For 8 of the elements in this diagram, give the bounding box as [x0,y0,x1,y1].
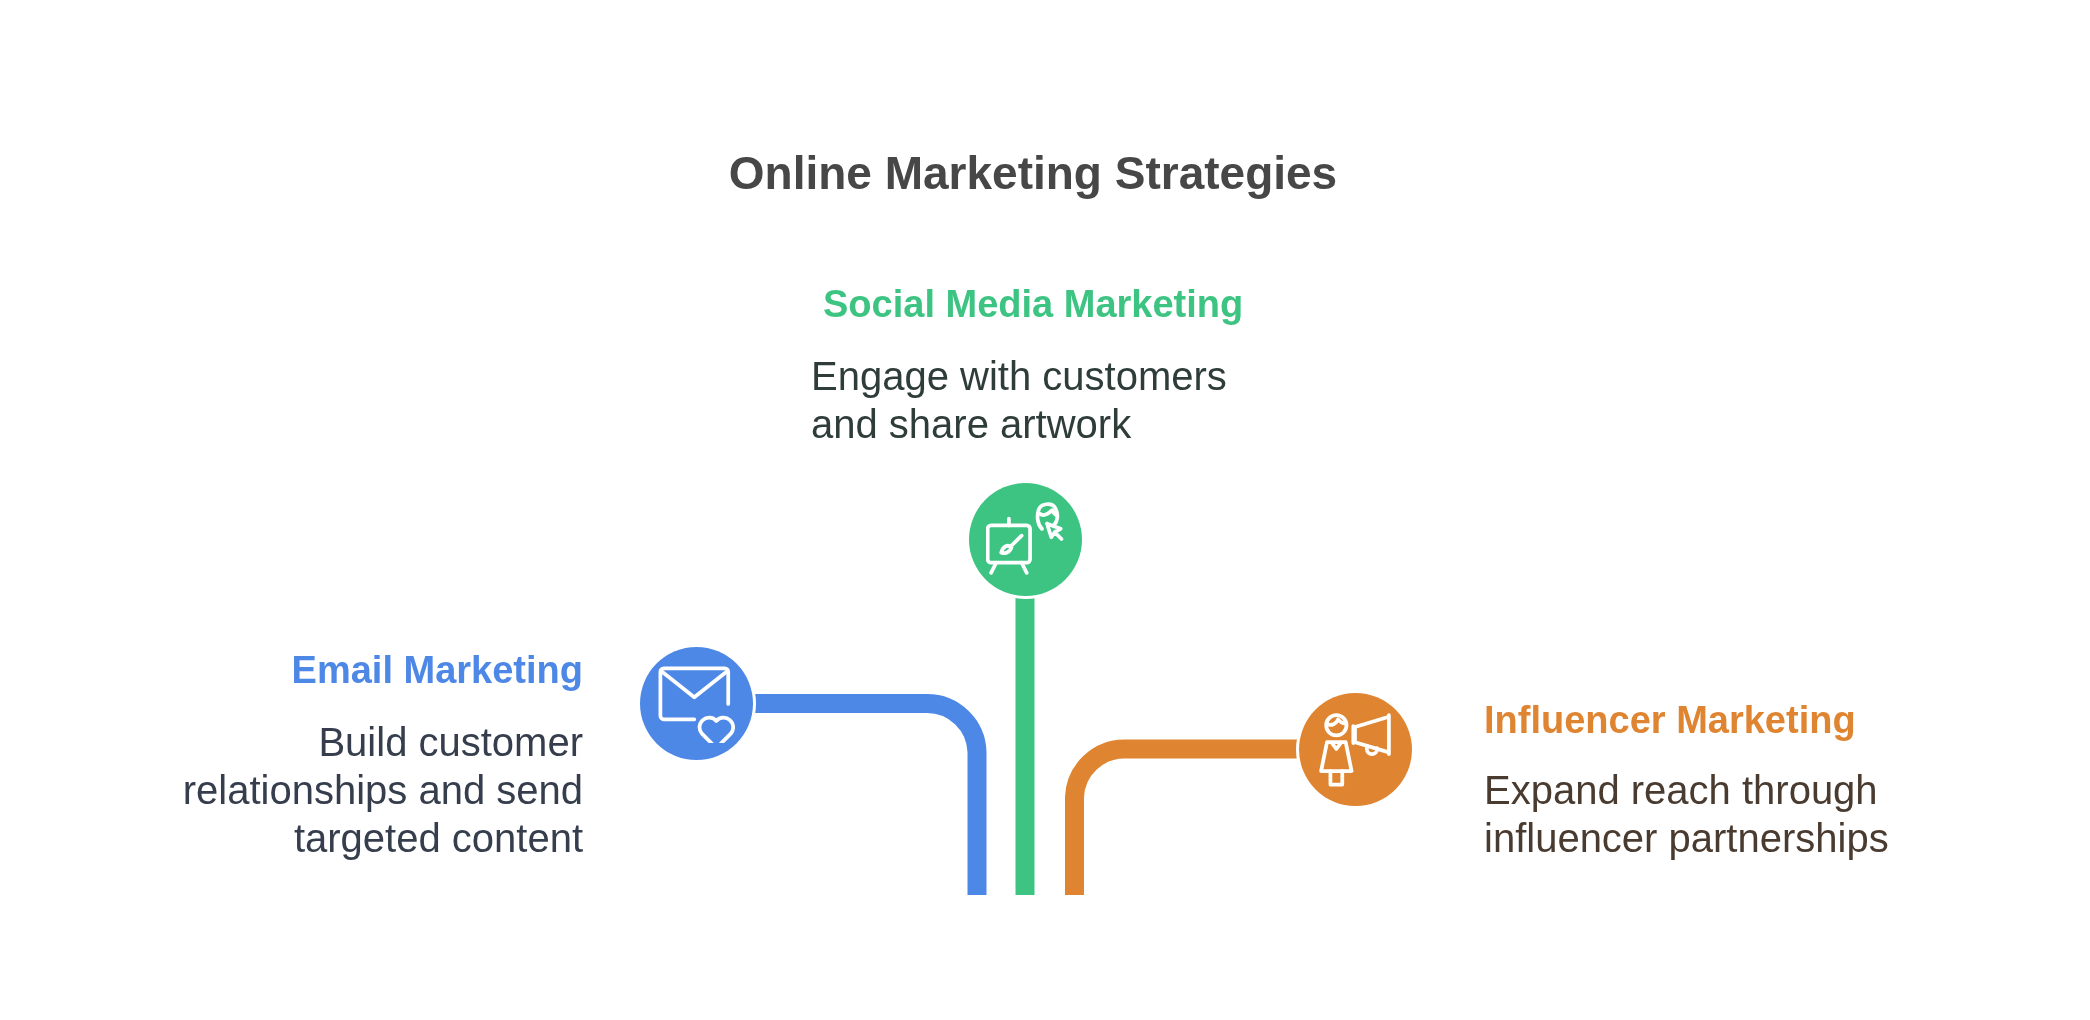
strategy-description: Engage with customers and share artwork [811,353,1228,448]
connector-line [1065,739,1299,895]
diagram-title: Online Marketing Strategies [728,146,1338,201]
strategy-description: Expand reach through influencer partnerships [1484,767,1890,862]
strategy-description: Build customer relationships and send targeted content [181,719,583,862]
strategy-heading: Social Media Marketing [823,282,1244,327]
strategy-heading: Influencer Marketing [1484,698,1856,743]
strategy-heading: Email Marketing [291,648,583,693]
